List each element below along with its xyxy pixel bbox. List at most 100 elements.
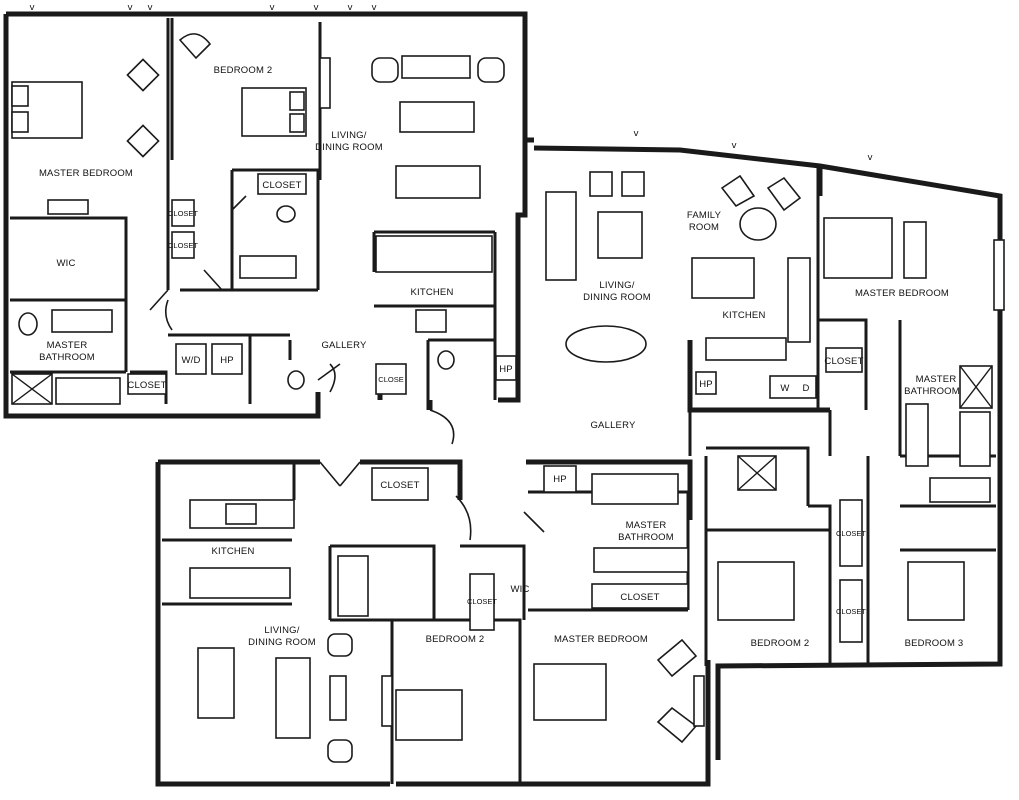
bed [717, 561, 795, 621]
label-kitchen-3: KITCHEN [211, 546, 254, 557]
bathtub [591, 473, 679, 505]
label-bedroom-2: BEDROOM 2 [214, 65, 273, 76]
closet-box [127, 373, 167, 395]
pillow [11, 85, 29, 107]
closet-box [825, 347, 863, 373]
washer-dryer [175, 343, 207, 375]
window-mark: v [313, 3, 319, 13]
vanity [593, 547, 689, 573]
unit-b: FAMILY ROOM LIVING/ DINING ROOM KITCHEN … [533, 145, 1005, 760]
label-hp-1: HP [220, 355, 234, 366]
armchair [477, 57, 505, 83]
window-mark: v [29, 3, 35, 13]
label-closet-2a: CLOSET [824, 356, 863, 367]
window-mark: v [147, 3, 153, 13]
label-bathroom-2: BATHROOM [904, 386, 960, 397]
pillow [289, 91, 305, 111]
label-kitchen-1: KITCHEN [410, 287, 453, 298]
closet-box [469, 573, 495, 631]
kitchen-island [375, 235, 493, 273]
window-mark: v [269, 3, 275, 13]
wall-console [319, 57, 331, 109]
side-table [739, 207, 777, 241]
closet-box [839, 579, 863, 643]
label-gallery-2: GALLERY [590, 420, 636, 431]
armchair [126, 124, 160, 158]
toilet [276, 205, 296, 223]
label-bathroom-3: BATHROOM [618, 532, 674, 543]
label-closet-1c: CLOSET [168, 241, 198, 250]
shower-drain [959, 365, 993, 409]
label-living-3: LIVING/ [264, 625, 299, 636]
unit-a-outer-wall [3, 11, 534, 419]
window-mark: v [127, 3, 133, 13]
label-master-2: MASTER [916, 374, 957, 385]
armchair [656, 638, 698, 678]
label-w-2: W [780, 383, 789, 394]
label-living-2: LIVING/ [599, 280, 634, 291]
dining-table [197, 647, 235, 719]
bed [907, 561, 965, 621]
coffee-table [597, 211, 643, 259]
window-seat [993, 239, 1005, 311]
closet-box [375, 363, 407, 395]
armchair [327, 633, 353, 657]
bathtub [959, 411, 991, 467]
label-hp-1b: HP [499, 364, 513, 375]
label-master-bedroom: MASTER BEDROOM [39, 168, 133, 179]
label-master-1: MASTER [47, 340, 88, 351]
chair [589, 171, 613, 197]
armchair [327, 739, 353, 763]
washer-dryer [769, 375, 817, 399]
closet-box [591, 583, 689, 609]
label-living-1: LIVING/ [331, 130, 366, 141]
label-closet-3a: CLOSET [380, 480, 419, 491]
kitchen-island [189, 567, 291, 599]
toilet [287, 370, 305, 390]
label-closet-1e: CLOSE [378, 375, 403, 384]
closet-box [839, 499, 863, 567]
label-dining-3: DINING ROOM [248, 637, 316, 648]
bathtub [929, 477, 991, 503]
dresser [903, 221, 927, 279]
sofa [545, 191, 577, 281]
label-closet-1d: CLOSET [127, 380, 166, 391]
unit-c: KITCHEN LIVING/ DINING ROOM CLOSET HP MA… [155, 409, 711, 787]
unit-c-interior-walls [162, 462, 690, 784]
closet-box [371, 467, 429, 501]
label-master-bedroom-3: MASTER BEDROOM [554, 634, 648, 645]
vanity [51, 309, 113, 333]
wall-console [381, 675, 393, 727]
bathtub [905, 403, 929, 467]
label-closet-3c: CLOSET [467, 597, 497, 606]
heat-pump [211, 343, 243, 375]
label-bathroom-1: BATHROOM [39, 352, 95, 363]
label-closet-3b: CLOSET [620, 592, 659, 603]
shower-drain [11, 373, 53, 405]
window-mark: v [347, 3, 353, 13]
sofa [399, 101, 475, 133]
bathtub [337, 555, 369, 617]
toilet [18, 312, 38, 336]
unit-c-outer-wall [155, 459, 711, 787]
label-dining-1: DINING ROOM [315, 142, 383, 153]
door-swing [319, 409, 545, 541]
label-bedroom3-2: BEDROOM 3 [905, 638, 964, 649]
unit-b-interior-walls [688, 168, 996, 666]
label-wd-1: W/D [181, 355, 200, 366]
label-wic-3: WIC [510, 584, 529, 595]
armchair [371, 57, 399, 83]
window-mark: v [867, 153, 873, 163]
label-room: ROOM [689, 222, 719, 233]
dresser [47, 199, 89, 215]
chair [621, 171, 645, 197]
kitchen-counter [691, 257, 755, 299]
label-dining-2: DINING ROOM [583, 292, 651, 303]
label-master-bedroom-2: MASTER BEDROOM [855, 288, 949, 299]
kitchen-counter [705, 337, 787, 361]
sofa [275, 657, 311, 739]
toilet [437, 350, 455, 370]
bed [395, 689, 463, 741]
window-mark: v [633, 129, 639, 139]
bed [823, 217, 893, 279]
